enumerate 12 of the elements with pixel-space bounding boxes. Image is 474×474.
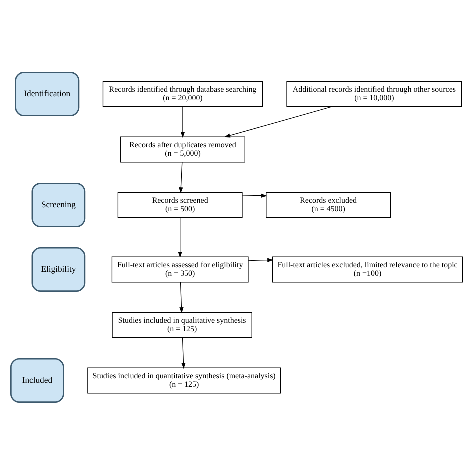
arrow	[182, 337, 186, 369]
arrow	[224, 106, 332, 138]
node-box: Eligibility	[32, 246, 86, 292]
arrow	[178, 217, 182, 258]
node-box: Screening	[32, 182, 86, 228]
node-box: Included	[10, 358, 64, 402]
arrow	[180, 106, 186, 138]
arrow	[179, 162, 184, 194]
node-box: Identification	[15, 72, 80, 116]
arrow	[242, 193, 268, 198]
arrow	[248, 258, 274, 262]
arrow	[180, 282, 184, 314]
